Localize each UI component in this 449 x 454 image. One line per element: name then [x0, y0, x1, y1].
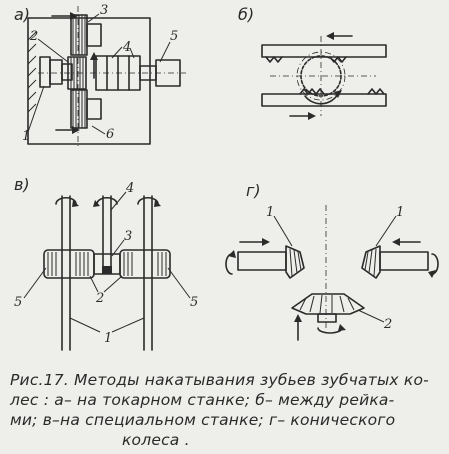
- right-cone-roller: [361, 245, 381, 279]
- label-a-4: 4: [122, 40, 131, 55]
- panel-a-letter: a): [14, 5, 30, 24]
- panel-c-letter: в): [14, 175, 30, 194]
- caption-line-2: лес : а– на токарном станке; б– между ре…: [10, 391, 395, 409]
- label-c-1: 1: [104, 331, 112, 346]
- chuck-jaw: [49, 59, 63, 85]
- label-a-5: 5: [170, 29, 178, 44]
- figure-caption: Рис.17. Методы накатывания зубьев зубчат…: [10, 370, 442, 450]
- caption-line-3: ми; в–на специальном станке; г– коническ…: [10, 411, 396, 429]
- caption-line-1: Рис.17. Методы накатывания зубьев зубчат…: [10, 371, 429, 389]
- left-cone-roller: [285, 245, 305, 279]
- label-a-2: 2: [29, 29, 38, 44]
- diagram-canvas: a): [14, 3, 439, 351]
- panel-b-letter: б): [238, 5, 254, 24]
- panel-a-frame: [27, 17, 151, 145]
- bevel-gear: [291, 293, 365, 315]
- panel-a-hatching: [27, 31, 37, 113]
- panel-a-arrows: [51, 12, 98, 134]
- panel-d: г): [225, 181, 439, 341]
- label-c-5-left: 5: [14, 295, 22, 310]
- label-d-1-right: 1: [396, 205, 404, 220]
- label-a-6: 6: [106, 127, 114, 142]
- label-a-1: 1: [22, 129, 30, 144]
- spindle: [61, 63, 73, 81]
- chuck-body: [39, 56, 51, 88]
- label-a-3: 3: [100, 3, 108, 18]
- panel-b: б): [238, 5, 387, 120]
- panel-d-letter: г): [246, 181, 261, 200]
- lower-roller-hub: [86, 98, 102, 120]
- panel-c: в) 4: [14, 175, 198, 351]
- left-shaft: [237, 251, 287, 271]
- right-shaft: [379, 251, 429, 271]
- label-c-5-right: 5: [190, 295, 198, 310]
- upper-rack: [261, 44, 387, 58]
- upper-roller-hub: [86, 23, 102, 47]
- label-c-2: 2: [95, 291, 104, 306]
- label-d-1-left: 1: [266, 205, 274, 220]
- caption-line-4: колеса .: [122, 431, 190, 449]
- label-c-4: 4: [125, 181, 134, 196]
- panel-a: a): [14, 3, 186, 148]
- label-c-3: 3: [124, 229, 132, 244]
- label-d-2: 2: [383, 317, 392, 332]
